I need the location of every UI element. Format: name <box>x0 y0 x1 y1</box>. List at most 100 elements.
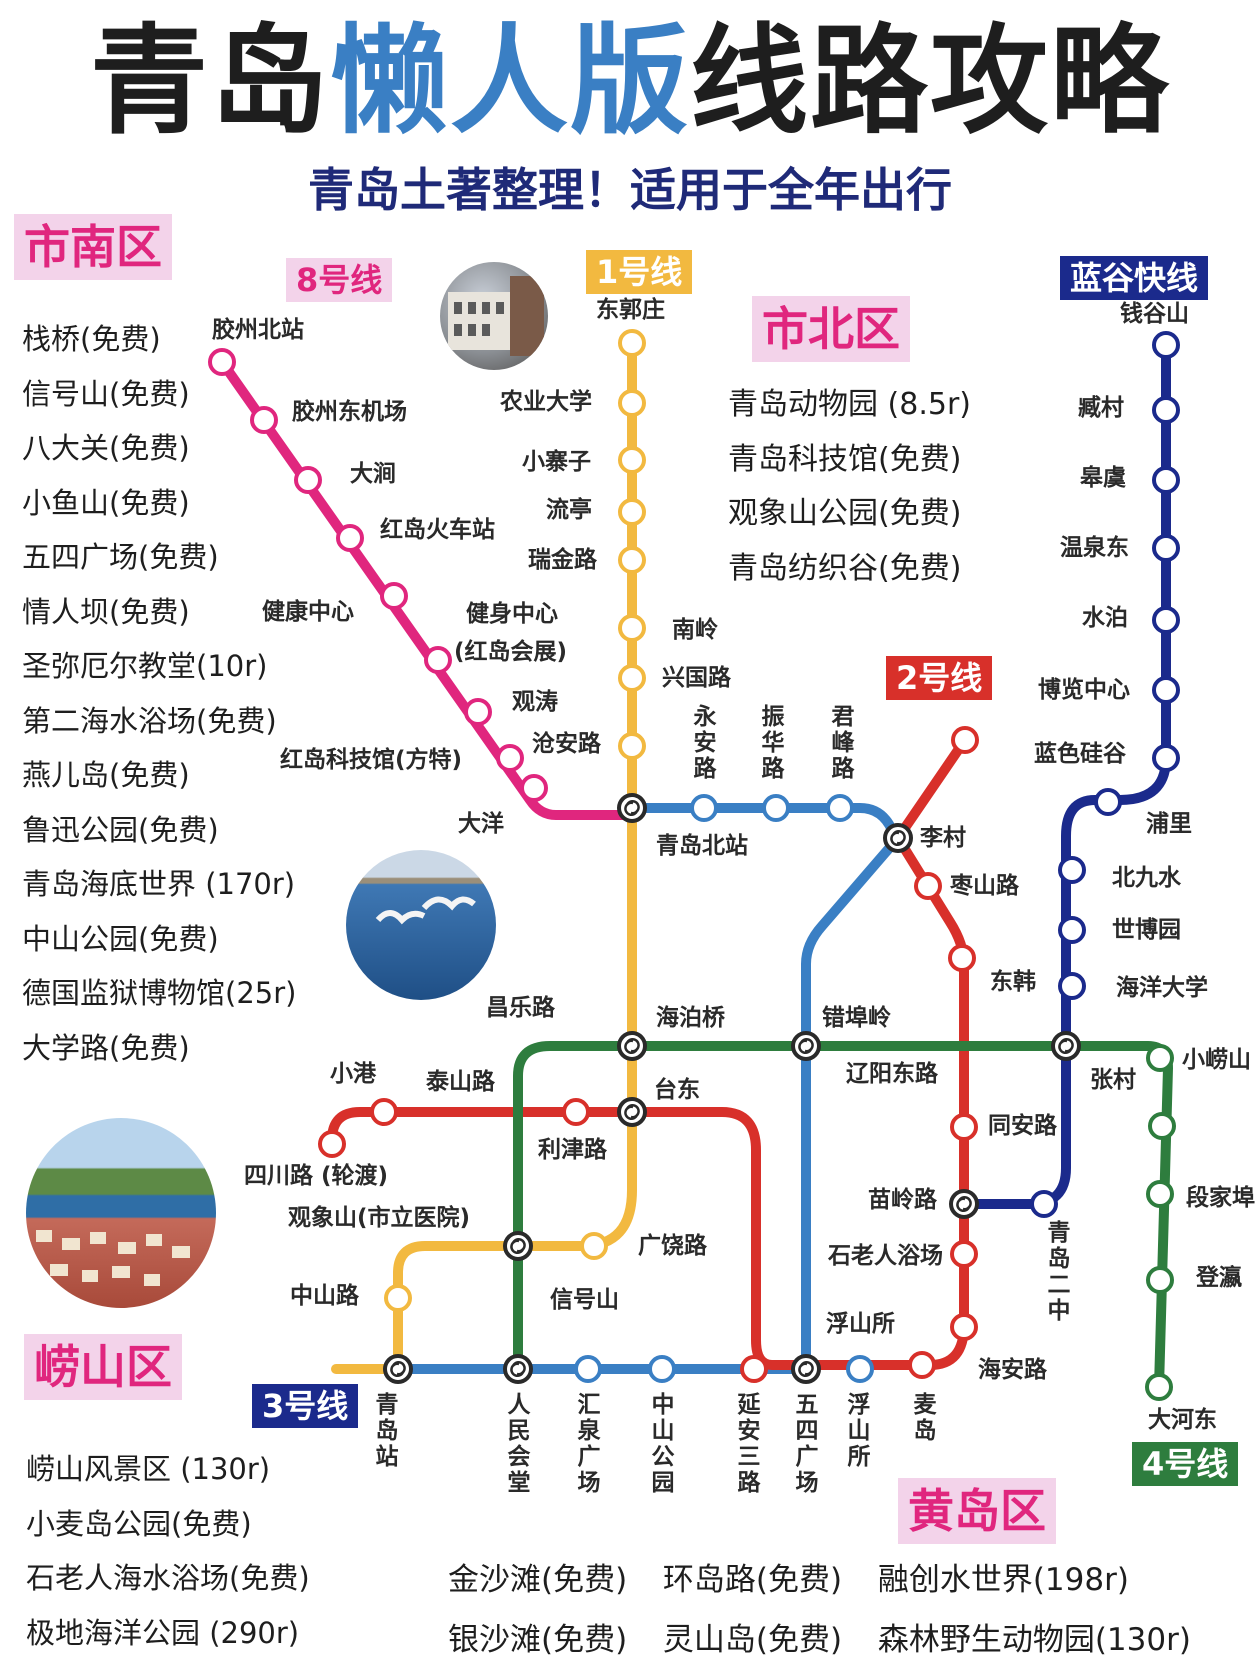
laoshan-attraction-list: 崂山风景区 (130r) 小麦岛公园(免费) 石老人海水浴场(免费) 极地海洋公… <box>26 1442 310 1660</box>
station-label: 观象山(市立医院) <box>288 1205 471 1231</box>
attraction-item: 大学路(免费) <box>22 1030 190 1065</box>
station-node <box>1058 916 1086 944</box>
station-label: 皋虞 <box>1080 465 1126 491</box>
attraction-item: 青岛科技馆(免费) <box>728 441 962 477</box>
station-label-vertical: 汇泉广场 <box>577 1392 601 1496</box>
station-label: 海安路 <box>978 1357 1047 1383</box>
station-label-vertical: 振华路 <box>761 704 785 782</box>
station-node <box>380 582 408 610</box>
line-1-tag: 1号线 <box>586 250 693 294</box>
attraction-item: 青岛纺织谷(免费) <box>728 550 962 586</box>
attraction-item: 石老人海水浴场(免费) <box>26 1561 310 1595</box>
station-node <box>1152 466 1180 494</box>
station-label-vertical: 麦岛 <box>913 1392 937 1444</box>
station-label: 台东 <box>654 1077 700 1103</box>
transfer-station-node <box>791 1354 821 1384</box>
shinan-attraction-list: 栈桥(免费) 信号山(免费) 八大关(免费) 小鱼山(免费) 五四广场(免费) … <box>22 312 296 1075</box>
title-part-2: 懒人版 <box>329 12 690 150</box>
title-part-3: 线路攻略 <box>690 12 1171 150</box>
station-node <box>690 794 718 822</box>
station-label: 同安路 <box>988 1113 1057 1139</box>
transfer-station-node <box>617 793 647 823</box>
attraction-item: 栈桥(免费) <box>22 322 161 356</box>
station-node <box>618 664 646 692</box>
seagull-photo <box>346 850 496 1000</box>
attraction-item: 小鱼山(免费) <box>22 485 190 520</box>
station-label: 健康中心 <box>262 599 354 625</box>
langu-line-tag: 蓝谷快线 <box>1060 256 1209 300</box>
station-label: 温泉东 <box>1060 535 1129 561</box>
station-label-vertical: 君峰路 <box>831 704 855 782</box>
transfer-icon <box>956 1196 972 1212</box>
station-label: 石老人浴场 <box>828 1243 943 1269</box>
station-node <box>294 466 322 494</box>
station-node <box>1058 856 1086 884</box>
station-node <box>562 1098 590 1126</box>
attraction-item: 中山公园(免费) <box>22 921 219 956</box>
transfer-icon <box>510 1361 526 1377</box>
station-node <box>950 1240 978 1268</box>
station-node <box>950 1313 978 1341</box>
attraction-item: 燕儿岛(免费) <box>22 758 190 792</box>
transfer-icon <box>390 1361 406 1377</box>
station-label: 信号山 <box>550 1287 619 1313</box>
station-node <box>336 524 364 552</box>
transfer-station-node <box>383 1354 413 1384</box>
station-node <box>318 1130 346 1158</box>
station-node <box>740 1355 768 1383</box>
station-label: 张村 <box>1090 1067 1136 1093</box>
transfer-icon <box>624 1104 640 1120</box>
transfer-icon <box>798 1038 814 1054</box>
transfer-icon <box>890 830 906 846</box>
station-node <box>370 1098 398 1126</box>
station-node <box>762 794 790 822</box>
attraction-item: 银沙滩(免费) <box>448 1622 628 1658</box>
station-label: 广饶路 <box>638 1233 707 1259</box>
station-label: 错埠岭 <box>822 1005 891 1031</box>
station-label: 海泊桥 <box>656 1005 725 1031</box>
station-label: (红岛会展) <box>454 639 568 665</box>
line-2-track <box>327 735 970 1370</box>
line-8-tag: 8号线 <box>286 258 393 302</box>
station-node <box>1146 1266 1174 1294</box>
station-node <box>908 1351 936 1379</box>
attraction-item: 德国监狱博物馆(25r) <box>22 976 297 1010</box>
page-subtitle: 青岛土著整理！适用于全年出行 <box>308 163 952 217</box>
station-node <box>1152 396 1180 424</box>
station-label: 博览中心 <box>1038 677 1130 703</box>
attraction-item: 情人坝(免费) <box>22 594 190 629</box>
transfer-station-node <box>791 1031 821 1061</box>
station-node <box>1152 534 1180 562</box>
transfer-station-node <box>617 1031 647 1061</box>
attraction-item: 极地海洋公园 (290r) <box>26 1615 300 1650</box>
station-node <box>1152 331 1180 359</box>
station-label: 昌乐路 <box>486 995 555 1021</box>
station-label-vertical: 五四广场 <box>795 1392 819 1496</box>
station-node <box>1152 744 1180 772</box>
station-label: 大涧 <box>350 461 396 487</box>
station-node <box>1145 1373 1173 1401</box>
station-node <box>1152 606 1180 634</box>
station-label: 中山路 <box>290 1283 359 1309</box>
transfer-station-node <box>617 1097 647 1127</box>
station-label: 钱谷山 <box>1120 301 1189 327</box>
attraction-item: 环岛路(免费) <box>662 1562 843 1598</box>
station-node <box>496 744 524 772</box>
station-label: 东郭庄 <box>596 297 665 323</box>
station-label: 红岛火车站 <box>380 517 495 543</box>
attraction-item: 灵山岛(免费) <box>662 1622 843 1658</box>
station-node <box>384 1284 412 1312</box>
station-label-vertical: 人民会堂 <box>507 1392 531 1496</box>
station-label-vertical: 青岛站 <box>375 1392 399 1470</box>
coastal-town-illustration <box>36 1230 190 1286</box>
station-node <box>914 872 942 900</box>
station-label: 沧安路 <box>532 731 601 757</box>
attraction-item: 金沙滩(免费) <box>448 1562 628 1598</box>
attraction-item: 崂山风景区 (130r) <box>26 1452 271 1486</box>
station-label: 北九水 <box>1112 865 1181 891</box>
station-label: 大河东 <box>1148 1407 1217 1433</box>
station-node <box>618 546 646 574</box>
station-label: 辽阳东路 <box>846 1061 938 1087</box>
transfer-station-node <box>949 1189 979 1219</box>
